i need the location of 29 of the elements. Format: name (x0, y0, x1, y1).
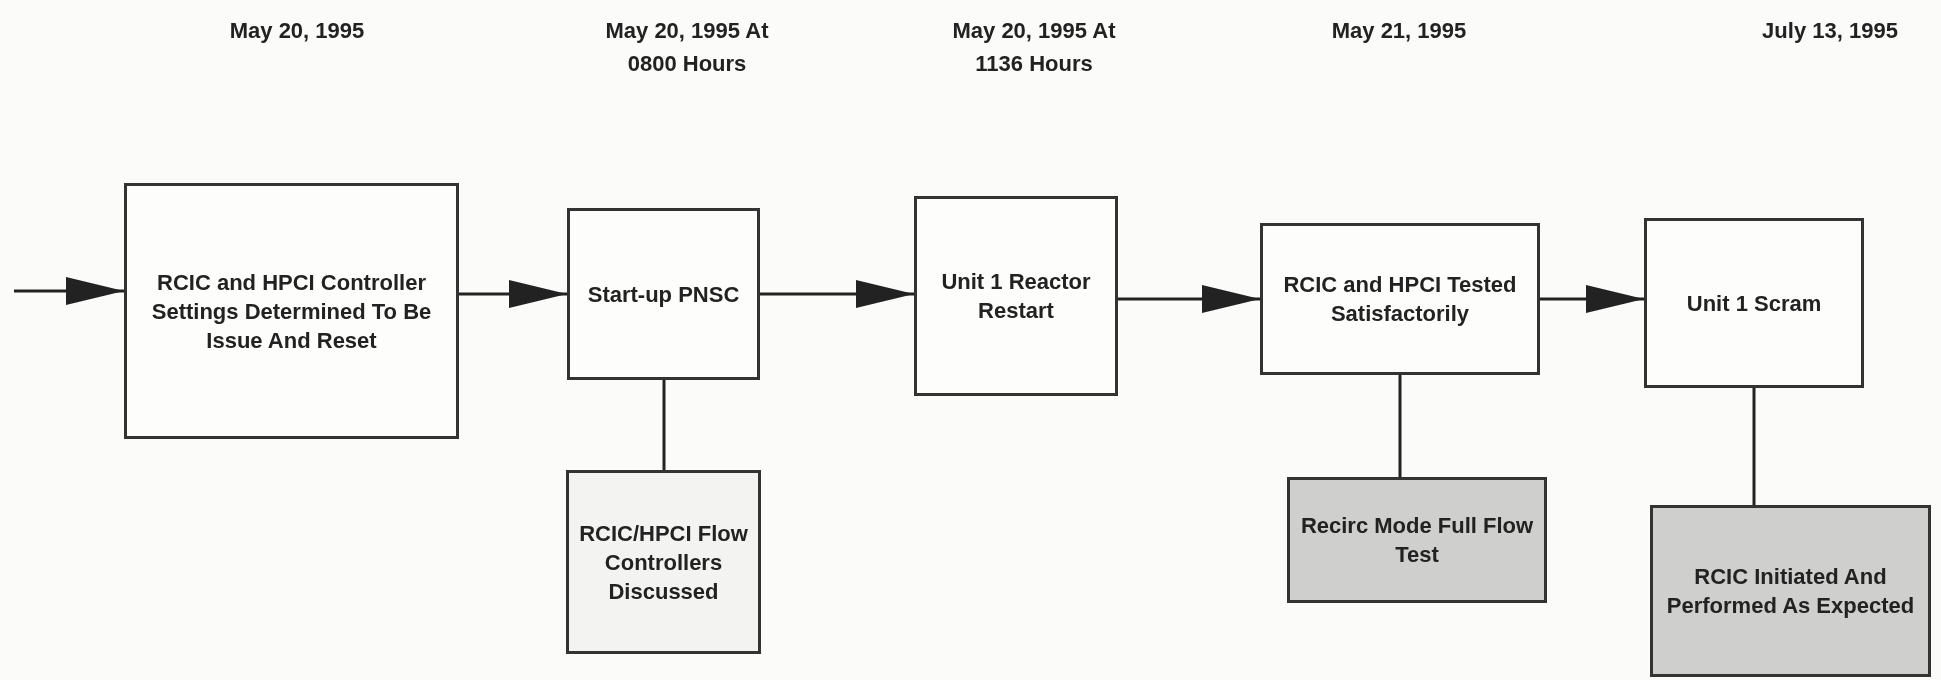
process-box (1260, 223, 1540, 375)
arrow (1118, 285, 1260, 313)
date-label: May 20, 1995 (228, 17, 366, 45)
box-text: Start-up PNSC (586, 280, 741, 309)
box-text: RCIC/HPCI Flow Controllers Discussed (578, 519, 749, 606)
date-label: May 20, 1995 At 1136 Hours (951, 17, 1117, 78)
process-box (1644, 218, 1864, 388)
box-text: Unit 1 Scram (1685, 289, 1823, 318)
arrow (760, 280, 914, 308)
box-text: RCIC and HPCI Tested Satisfactorily (1282, 271, 1518, 328)
date-label: May 20, 1995 At 0800 Hours (604, 17, 770, 78)
date-label: May 21, 1995 (1330, 17, 1468, 45)
process-box (914, 196, 1118, 396)
process-box (1287, 477, 1547, 603)
arrow (1540, 285, 1644, 313)
connector-line (1398, 375, 1402, 477)
process-box (567, 208, 760, 380)
connector-line (1752, 388, 1756, 505)
process-box (566, 470, 761, 654)
date-label: July 13, 1995 (1761, 17, 1899, 45)
arrow (459, 280, 567, 308)
process-box (124, 183, 459, 439)
box-text: Recirc Mode Full Flow Test (1299, 512, 1535, 569)
process-box (1650, 505, 1931, 677)
box-text: RCIC Initiated And Performed As Expected (1665, 563, 1916, 620)
connector-line (662, 380, 666, 470)
arrow (14, 277, 124, 305)
box-text: RCIC and HPCI Controller Settings Determined To Be Issue And Reset (150, 268, 433, 355)
box-text: Unit 1 Reactor Restart (940, 268, 1092, 325)
